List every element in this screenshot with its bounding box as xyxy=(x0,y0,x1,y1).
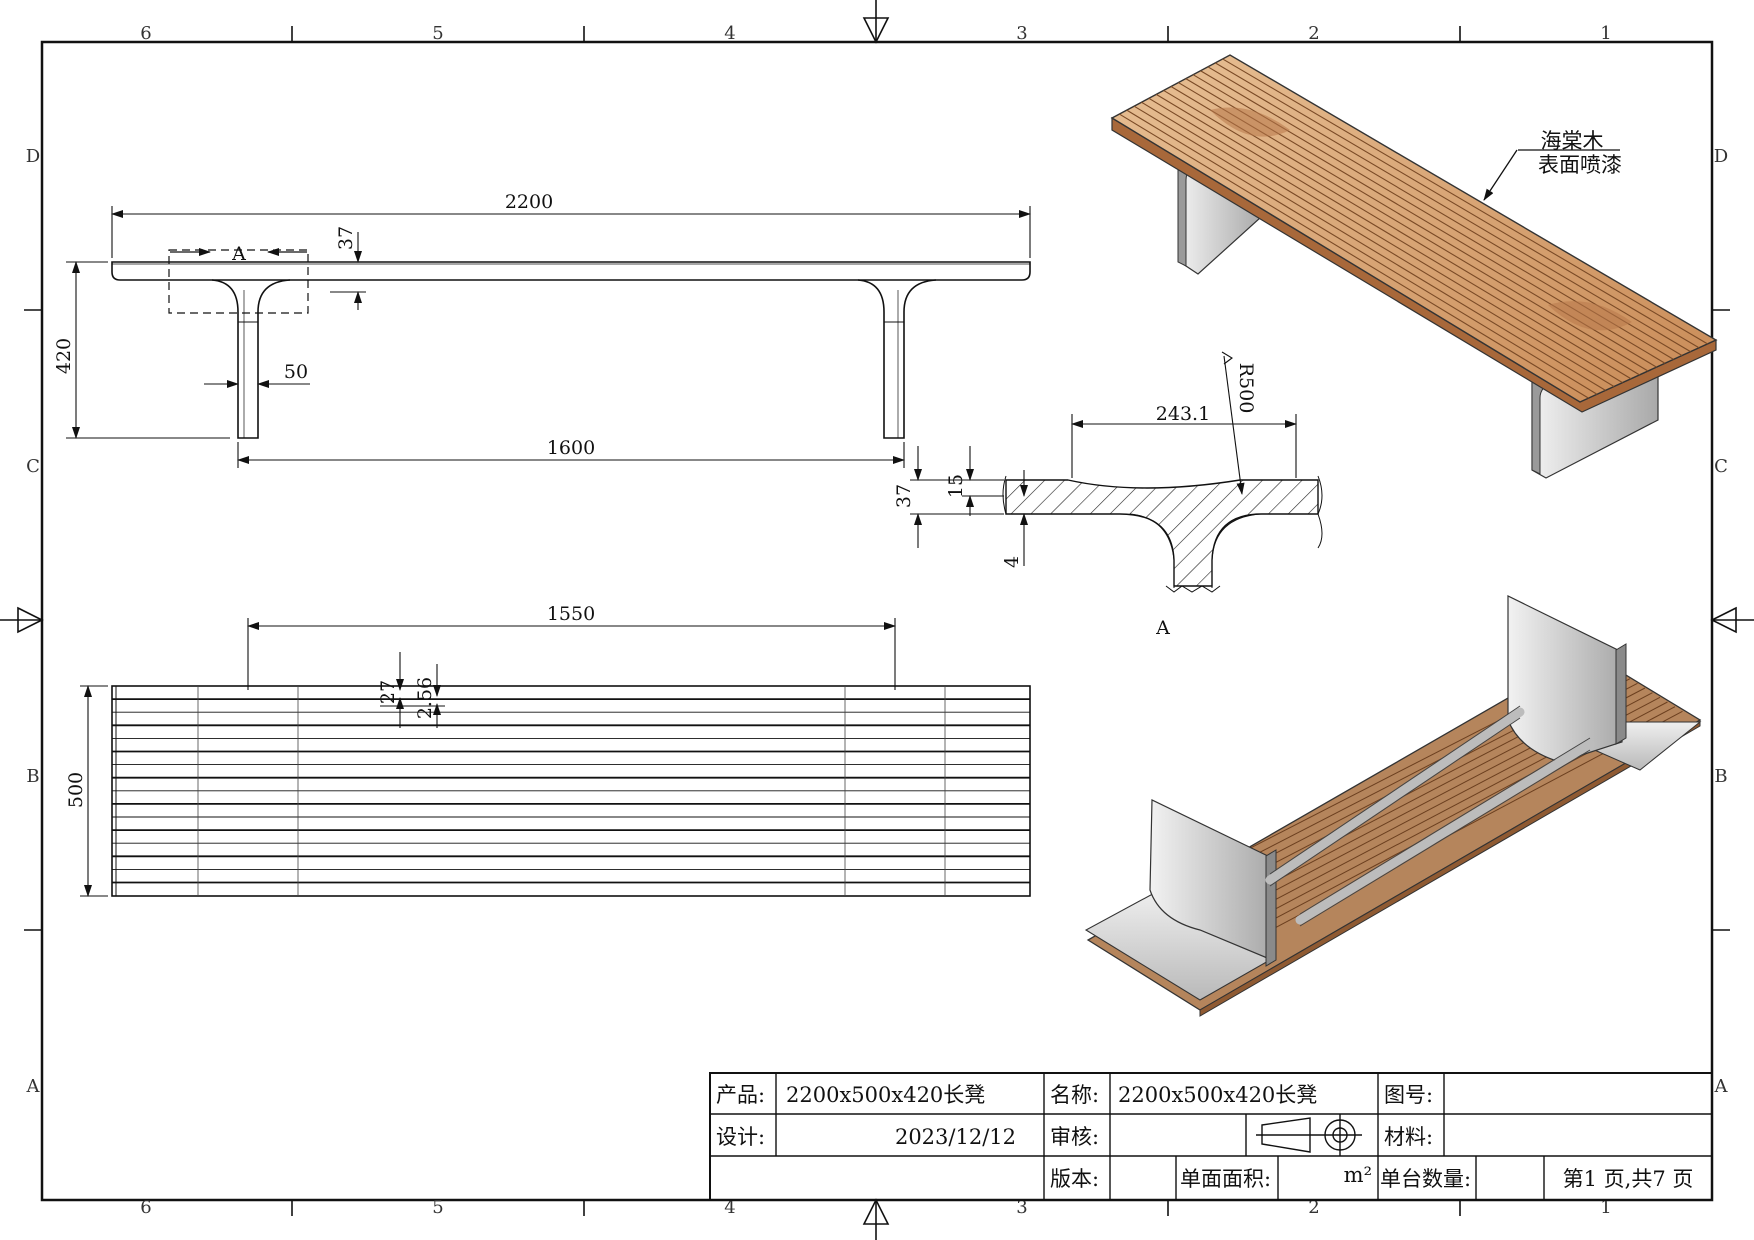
iso-slat-line xyxy=(1148,97,1623,384)
dim-overall-length: 2200 xyxy=(505,191,553,213)
dim-depth: 500 xyxy=(65,772,87,808)
iso-slat-line xyxy=(1119,113,1589,399)
dim-leg-thickness: 50 xyxy=(284,361,308,383)
material-note-line1: 海棠木 xyxy=(1541,129,1604,153)
dim-radius: R500 xyxy=(1235,363,1257,414)
zone-row-b-right: B xyxy=(1714,766,1727,787)
iso-slat-line xyxy=(1126,109,1598,395)
iso-view-top xyxy=(1110,54,1718,479)
zone-col-6-bottom: 6 xyxy=(140,1197,151,1218)
tb-review-label: 审核: xyxy=(1050,1125,1099,1149)
dim-slat-width: 27 xyxy=(377,680,399,704)
dim-plate-thickness: 4 xyxy=(1001,556,1023,568)
zone-col-4: 4 xyxy=(724,23,735,44)
title-block xyxy=(709,1072,1713,1201)
zone-col-3: 3 xyxy=(1016,23,1027,44)
front-leg-right xyxy=(857,279,937,439)
zone-col-4-bottom: 4 xyxy=(724,1197,735,1218)
tb-material-label: 材料: xyxy=(1384,1125,1433,1149)
front-view xyxy=(111,248,1031,439)
dim-slat-gap: 2.56 xyxy=(414,677,436,719)
detail-a-view xyxy=(1002,475,1323,593)
iso-rails-outline xyxy=(1269,705,1591,927)
dim-height: 420 xyxy=(53,338,75,374)
tb-product-label: 产品: xyxy=(716,1083,765,1107)
crossbar-marks xyxy=(197,686,946,896)
tb-product-value: 2200x500x420长凳 xyxy=(786,1083,985,1107)
iso-slat-line xyxy=(1141,101,1615,387)
tb-design-label: 设计: xyxy=(716,1125,765,1149)
dim-recess-width: 243.1 xyxy=(1156,403,1210,425)
detail-a-callout: A xyxy=(231,243,246,265)
iso-slat-line xyxy=(1163,89,1640,376)
zone-row-a: A xyxy=(26,1076,41,1097)
zone-col-6: 6 xyxy=(140,23,151,44)
tb-name-label: 名称: xyxy=(1050,1083,1099,1107)
tb-area-label: 单面面积: xyxy=(1180,1167,1271,1191)
dim-seat-thickness: 37 xyxy=(335,226,357,250)
top-dimensions xyxy=(80,618,896,897)
iso-slat-line xyxy=(1214,62,1700,349)
iso-upright-right xyxy=(1507,595,1623,763)
zone-row-d-right: D xyxy=(1714,146,1728,167)
slat-group xyxy=(112,698,1030,884)
tb-version-label: 版本: xyxy=(1050,1167,1099,1191)
top-view xyxy=(111,685,1031,897)
dim-recess-depth: 15 xyxy=(945,474,967,498)
iso-view-bottom xyxy=(1084,595,1702,1017)
iso-slat-line xyxy=(1155,93,1632,380)
zone-col-2: 2 xyxy=(1308,23,1319,44)
detail-dimensions xyxy=(910,351,1297,566)
tb-qty-label: 单台数量: xyxy=(1380,1167,1471,1191)
dim-detail-seat-thickness: 37 xyxy=(893,484,915,508)
zone-row-b: B xyxy=(26,766,39,787)
detail-a-label: A xyxy=(1155,617,1170,639)
front-dimensions xyxy=(66,206,1031,468)
material-note-line2: 表面喷漆 xyxy=(1538,153,1622,177)
zone-row-c-right: C xyxy=(1714,456,1728,477)
zone-col-5: 5 xyxy=(432,23,443,44)
dim-slat-span: 1550 xyxy=(547,603,595,625)
iso-upright-left xyxy=(1149,799,1273,961)
front-seat xyxy=(111,261,1031,281)
zone-labels: 6 5 4 3 2 1 6 5 4 3 2 1 D C B A D C B A xyxy=(26,23,1729,1218)
tb-area-unit: m² xyxy=(1344,1163,1372,1187)
zone-col-2-bottom: 2 xyxy=(1308,1197,1319,1218)
material-leader xyxy=(1483,149,1620,201)
iso-slat-line xyxy=(1222,58,1708,345)
detail-section-hatch xyxy=(1005,479,1319,587)
tb-drawing-no-label: 图号: xyxy=(1384,1083,1433,1107)
tb-date-value: 2023/12/12 xyxy=(895,1125,1016,1149)
zone-col-1-bottom: 1 xyxy=(1600,1197,1611,1218)
tb-name-value: 2200x500x420长凳 xyxy=(1118,1083,1317,1107)
zone-row-d: D xyxy=(26,146,40,167)
dim-leg-spacing: 1600 xyxy=(547,437,595,459)
tb-page-text: 第1 页,共7 页 xyxy=(1563,1167,1694,1191)
detail-a-box xyxy=(168,249,309,314)
zone-col-1: 1 xyxy=(1600,23,1611,44)
zone-row-c: C xyxy=(26,456,40,477)
iso-slat-line xyxy=(1207,66,1691,353)
iso-slat-line xyxy=(1133,105,1606,391)
projection-symbol xyxy=(1256,1114,1362,1156)
iso-rails xyxy=(1265,707,1595,925)
zone-col-5-bottom: 5 xyxy=(432,1197,443,1218)
zone-row-a-right: A xyxy=(1714,1076,1729,1097)
zone-col-3-bottom: 3 xyxy=(1016,1197,1027,1218)
front-leg-left xyxy=(211,279,291,439)
